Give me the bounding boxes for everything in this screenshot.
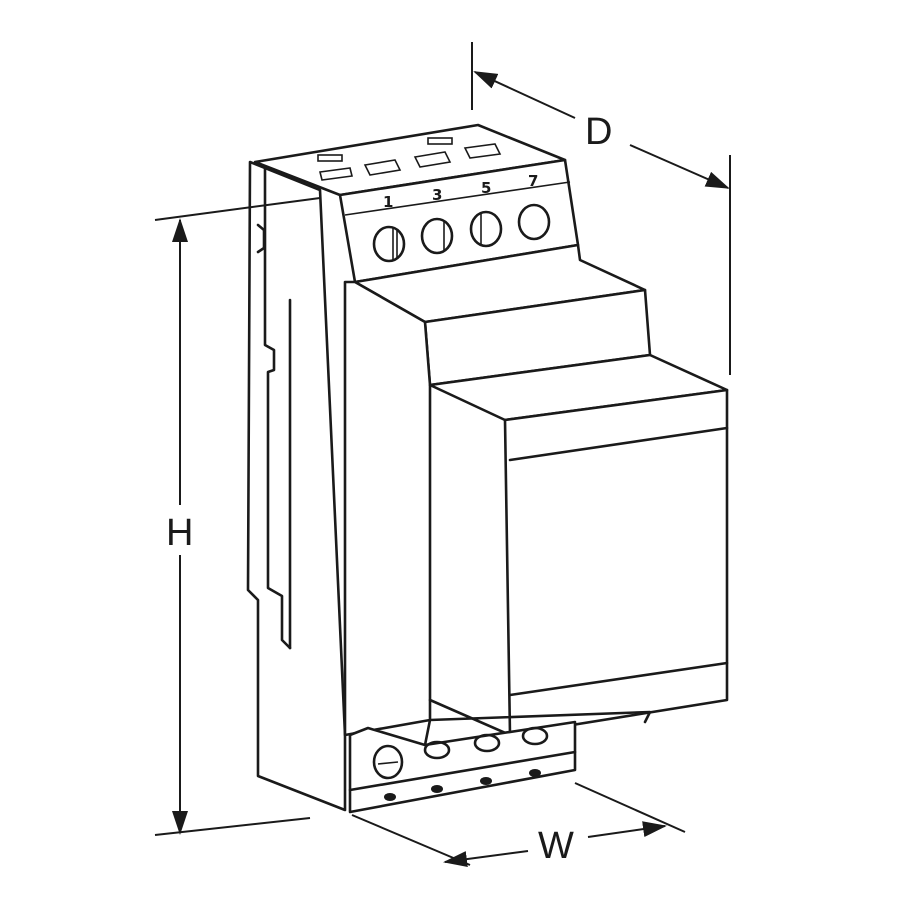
top-terminal-block: 1 3 5 7 <box>253 123 580 284</box>
height-dimension: H <box>154 197 321 836</box>
height-label: H <box>166 512 193 554</box>
width-dimension: W <box>351 782 686 868</box>
bottom-terminal-markings <box>384 769 541 801</box>
terminal-label-5: 5 <box>481 179 491 197</box>
width-label: W <box>538 825 574 867</box>
terminal-label-3: 3 <box>432 186 442 204</box>
terminal-label-1: 1 <box>383 193 393 211</box>
front-cover <box>428 388 729 737</box>
housing-step <box>343 243 729 737</box>
depth-label: D <box>585 111 612 153</box>
terminal-label-7: 7 <box>528 172 538 190</box>
top-screw-slots <box>317 137 502 181</box>
bottom-terminal-block <box>348 710 652 814</box>
top-screw-holes <box>372 203 551 263</box>
rail-clip-side <box>246 160 347 812</box>
depth-dimension: D <box>471 42 731 375</box>
